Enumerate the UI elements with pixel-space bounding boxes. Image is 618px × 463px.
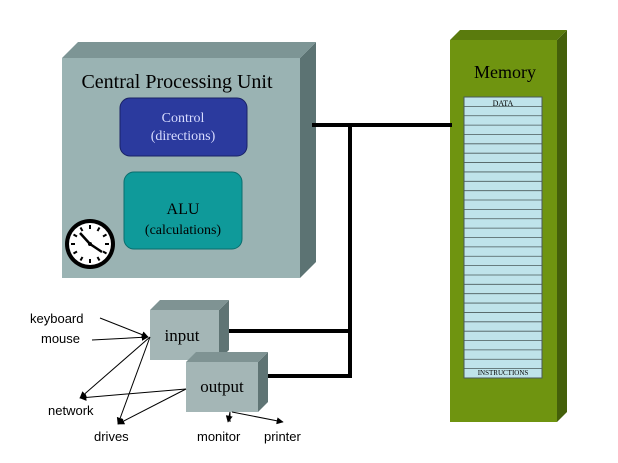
arrow-output-monitor xyxy=(225,411,233,423)
arrow-output-network xyxy=(79,388,187,401)
memory-title: Memory xyxy=(474,62,536,82)
memory-side-face xyxy=(557,30,567,422)
memory-cell-lines xyxy=(464,105,542,370)
cpu-side-face xyxy=(300,42,316,278)
cpu-top-face xyxy=(62,42,316,58)
label-mouse: mouse xyxy=(41,331,80,346)
control-unit: Control (directions) xyxy=(119,97,248,157)
alu-subtitle: (calculations) xyxy=(145,223,222,238)
label-network: network xyxy=(48,403,94,418)
arrow-input-network xyxy=(79,336,151,399)
output-device-box: output xyxy=(186,352,268,412)
cpu-block: Central Processing Unit Control (directi… xyxy=(62,42,316,278)
clock-icon xyxy=(65,219,115,269)
arrow-keyboard-input xyxy=(99,317,149,338)
device-labels: keyboard mouse network drives monitor pr… xyxy=(30,311,302,444)
alu-box xyxy=(123,171,243,250)
memory-block: Memory DATA INSTRUCTIONS xyxy=(450,30,567,422)
system-bus xyxy=(219,123,452,378)
control-title: Control xyxy=(162,111,205,126)
arrow-output-printer xyxy=(231,411,284,425)
output-label: output xyxy=(200,377,244,396)
label-drives: drives xyxy=(94,429,129,444)
input-label: input xyxy=(165,326,200,345)
input-device-box: input xyxy=(150,300,229,360)
control-subtitle: (directions) xyxy=(151,129,216,144)
label-keyboard: keyboard xyxy=(30,311,83,326)
device-arrows xyxy=(79,317,284,425)
label-monitor: monitor xyxy=(197,429,241,444)
memory-data-label: DATA xyxy=(493,99,514,108)
cpu-title: Central Processing Unit xyxy=(81,71,273,93)
memory-top-face xyxy=(450,30,567,40)
control-box xyxy=(119,97,248,157)
alu-unit: ALU (calculations) xyxy=(123,171,243,250)
label-printer: printer xyxy=(264,429,302,444)
arrow-mouse-input xyxy=(91,333,149,341)
arrow-input-drives xyxy=(116,336,151,425)
arrow-output-drives xyxy=(117,388,187,425)
alu-title: ALU xyxy=(167,201,200,218)
memory-instructions-label: INSTRUCTIONS xyxy=(478,369,529,377)
